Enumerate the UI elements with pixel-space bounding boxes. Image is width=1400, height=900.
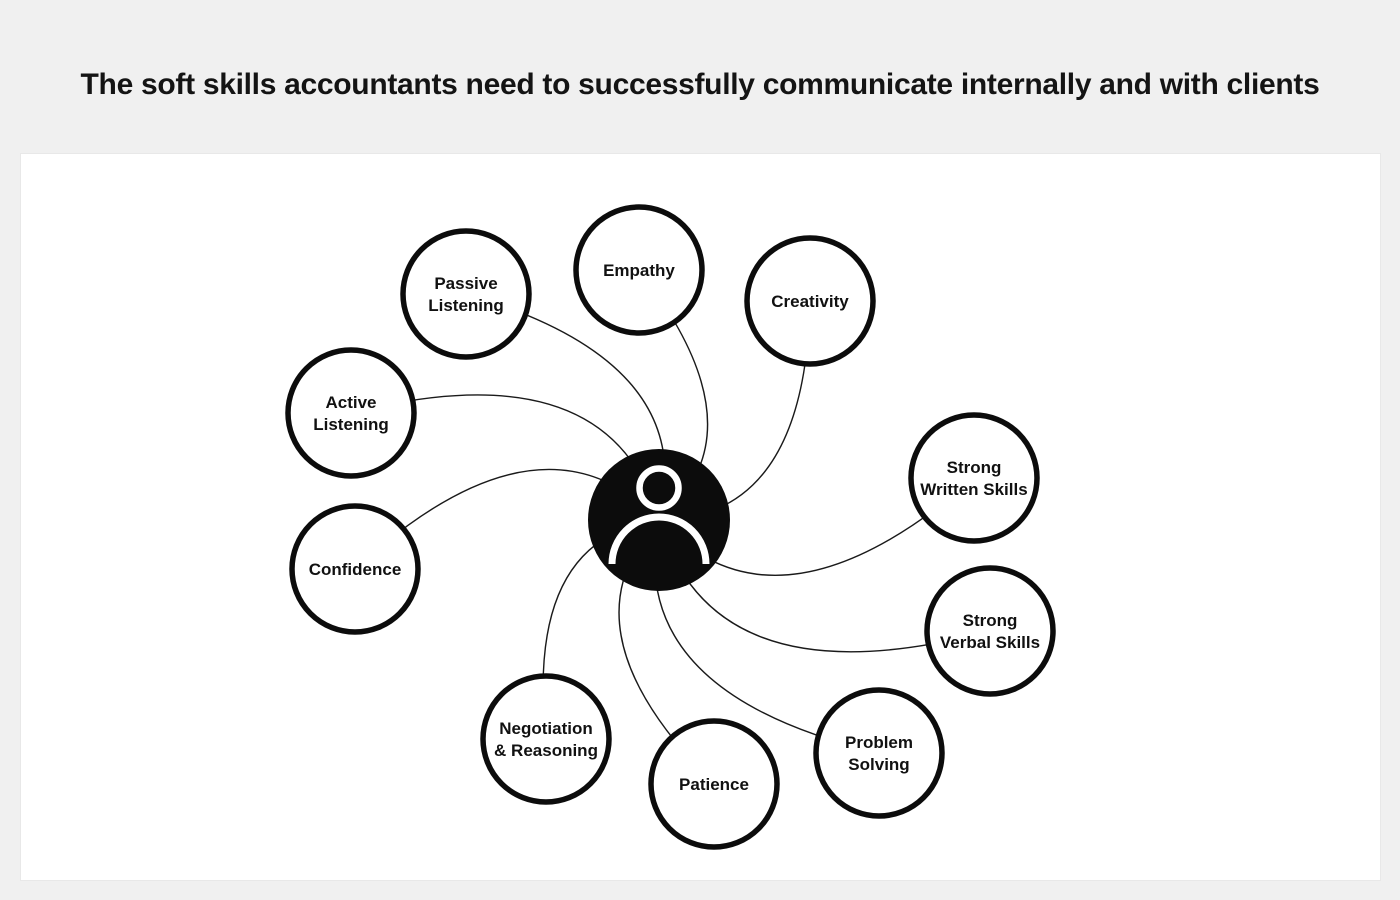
skill-node-confidence: Confidence xyxy=(289,503,421,635)
skill-node-circle xyxy=(908,412,1040,544)
skill-node-circle xyxy=(480,673,612,805)
skill-node-label: Negotiation& Reasoning xyxy=(494,719,598,760)
skill-node-circle xyxy=(744,235,876,367)
skill-node-circle xyxy=(573,204,705,336)
person-icon xyxy=(608,465,710,565)
skill-node-patience: Patience xyxy=(648,718,780,850)
person-shoulders xyxy=(608,513,710,565)
skill-node-circle xyxy=(289,503,421,635)
skill-node-negotiation-reasoning: Negotiation& Reasoning xyxy=(480,673,612,805)
skill-node-circle xyxy=(813,687,945,819)
person-head xyxy=(636,465,682,511)
skill-node-label: Creativity xyxy=(771,292,849,311)
skill-node-empathy: Empathy xyxy=(573,204,705,336)
skill-node-circle xyxy=(400,228,532,360)
skill-node-circle xyxy=(924,565,1056,697)
skill-node-label: Empathy xyxy=(603,261,675,280)
central-person-hub xyxy=(588,449,730,591)
skill-node-circle xyxy=(648,718,780,850)
skill-node-creativity: Creativity xyxy=(744,235,876,367)
skill-node-label: Confidence xyxy=(309,560,402,579)
skill-node-label: Patience xyxy=(679,775,749,794)
diagram-title: The soft skills accountants need to succ… xyxy=(80,68,1320,101)
skill-node-circle xyxy=(285,347,417,479)
